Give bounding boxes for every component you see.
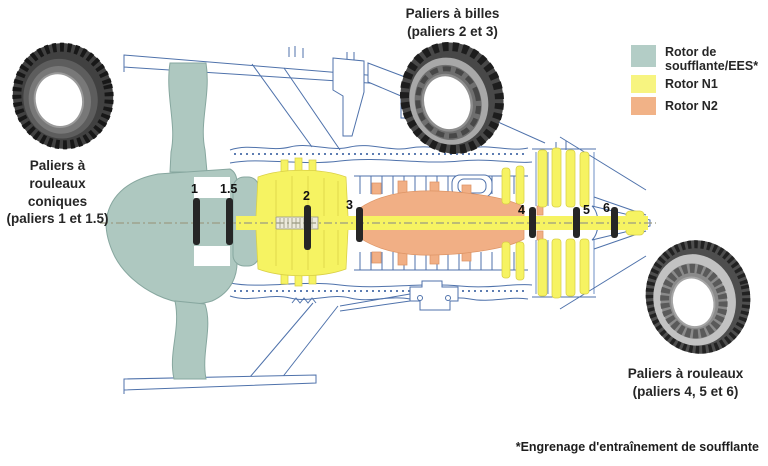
legend-swatch-fan-rotor — [631, 45, 656, 67]
core-casing-top — [229, 145, 529, 151]
bearing-bar — [226, 198, 233, 245]
hub-cutout-bottom — [194, 246, 230, 266]
callout-line: (paliers 4, 5 et 6) — [632, 383, 739, 399]
core-casing-bottom — [229, 295, 529, 301]
callout-roller-bearings: Paliers à rouleaux (paliers 4, 5 et 6) — [608, 365, 763, 401]
bearing-bar — [356, 207, 363, 242]
nozzle-outer — [559, 136, 647, 310]
legend-swatch-rotor-n2 — [631, 97, 656, 115]
callout-line: (paliers 2 et 3) — [407, 23, 498, 39]
bearing-bar — [304, 205, 311, 250]
callout-line: Paliers à — [29, 158, 86, 173]
ogv-top — [251, 63, 341, 151]
callout-line: Paliers à billes — [405, 6, 500, 21]
fan-blade-bottom — [171, 300, 209, 380]
bottom-duct-squiggle — [291, 297, 317, 304]
legend-label: Rotor N1 — [665, 77, 718, 91]
ball-bearing-photo — [399, 41, 505, 155]
legend-item-rotor-n2: Rotor N2 — [631, 97, 768, 115]
bearing-bar — [529, 207, 536, 238]
turbine-casing — [532, 141, 596, 298]
hub-cutout-top — [194, 177, 230, 198]
roller-bearing-photo — [645, 240, 751, 354]
legend-item-fan-rotor: Rotor de soufflante/EES* — [631, 45, 768, 73]
legend-label: Rotor N2 — [665, 99, 718, 113]
bearing-number: 1 — [191, 182, 198, 196]
fan-blade-top — [168, 62, 208, 173]
legend-swatch-rotor-n1 — [631, 75, 656, 93]
fan-hub-spinner — [105, 168, 238, 305]
bearing-number: 4 — [518, 203, 525, 217]
callout-line: coniques — [27, 193, 88, 209]
callout-line: (paliers 1 et 1.5) — [6, 211, 109, 227]
bearing-bar — [193, 198, 200, 245]
tapered-roller-bearing-photo — [12, 42, 114, 150]
bearing-number: 6 — [603, 201, 610, 215]
fan-case-bracket — [332, 57, 365, 137]
bearing-number: 2 — [303, 189, 310, 203]
legend-label: Rotor de soufflante/EES* — [665, 45, 759, 73]
callout-ball-bearings: Paliers à billes (paliers 2 et 3) — [385, 5, 520, 41]
legend: Rotor de soufflante/EES* Rotor N1 Rotor … — [631, 45, 768, 119]
footnote: *Engrenage d'entraînement de soufflante — [515, 440, 759, 454]
legend-item-rotor-n1: Rotor N1 — [631, 75, 768, 93]
nacelle-top-pins — [288, 46, 355, 60]
bearing-number: 1.5 — [220, 182, 238, 196]
bearing-bar — [611, 207, 618, 238]
bearing-bar — [573, 207, 580, 238]
nacelle-bottom-band — [123, 374, 317, 391]
callout-line: rouleaux — [29, 175, 86, 191]
ogv-bottom — [249, 302, 339, 380]
callout-tapered-roller-bearings: Paliers à rouleaux coniques (paliers 1 e… — [5, 157, 110, 228]
bearing-number: 5 — [583, 203, 590, 217]
callout-line: Paliers à rouleaux — [627, 366, 744, 381]
bearing-number: 3 — [346, 198, 353, 212]
